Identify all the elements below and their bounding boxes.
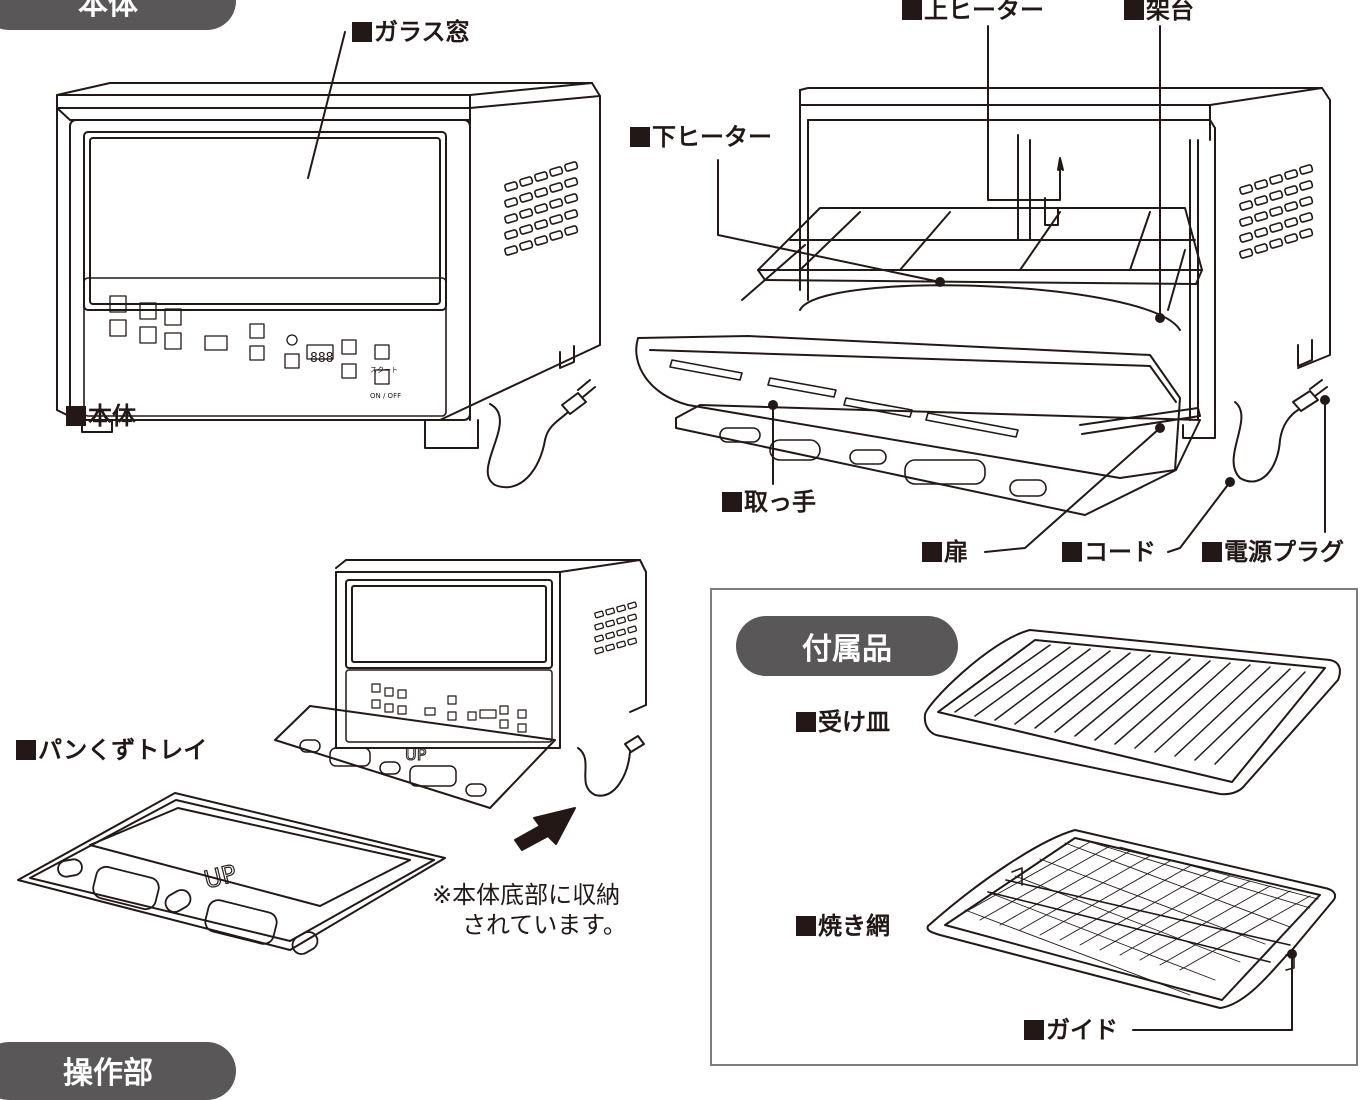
label-crumb-tray: パンくずトレイ: [16, 738, 207, 762]
accessories-box: [710, 588, 1358, 1066]
control-display: 888: [310, 351, 333, 366]
crumb-tray-up-mark: UP: [201, 859, 239, 894]
oven-illustrations: 888 スタート ON / OFF UP UP: [17, 25, 1341, 1031]
leader-guide: [1132, 953, 1293, 1031]
label-marker: [722, 492, 742, 512]
section-title-accessories: 付属品: [736, 616, 958, 676]
oven-open-illustration: [635, 87, 1331, 516]
section-title-main-unit: 本体: [0, 0, 236, 30]
drip-tray-illustration: [923, 629, 1341, 796]
label-drip-tray: 受け皿: [796, 710, 890, 734]
label-upper-heater: 上ヒーター: [902, 0, 1044, 22]
crumb-tray-illustration: [17, 792, 446, 955]
label-marker: [1124, 0, 1144, 20]
label-guide: ガイド: [1024, 1018, 1118, 1042]
label-grill-net: 焼き網: [796, 914, 890, 938]
label-marker: [922, 542, 942, 562]
label-lower-heater: 下ヒーター: [630, 125, 772, 149]
leader-lower-heater: [717, 159, 941, 283]
label-marker: [16, 740, 36, 760]
storage-note-line1: ※本体底部に収納: [432, 881, 621, 909]
storage-note-line2: されています。: [462, 911, 627, 939]
leader-glass-window: [307, 31, 346, 179]
label-marker: [352, 22, 372, 42]
oven-tray-illustration: [274, 559, 647, 851]
label-handle: 取っ手: [722, 490, 816, 514]
leader-cord: [1167, 481, 1231, 553]
control-onoff-label: ON / OFF: [370, 392, 401, 400]
label-marker: [1062, 542, 1082, 562]
leader-upper-heater: [987, 25, 1061, 201]
label-marker: [66, 406, 86, 426]
label-marker: [630, 127, 650, 147]
label-power-plug: 電源プラグ: [1202, 540, 1344, 564]
label-cord: コード: [1062, 540, 1156, 564]
control-start-label: スタート: [370, 365, 398, 374]
leader-door: [984, 427, 1161, 553]
label-glass-window: ガラス窓: [352, 20, 470, 44]
tray-up-mark: UP: [405, 745, 427, 764]
label-marker: [902, 0, 922, 20]
label-marker: [1024, 1020, 1044, 1040]
label-marker: [796, 916, 816, 936]
grill-net-illustration: [926, 829, 1337, 1009]
label-door: 扉: [922, 540, 968, 564]
label-marker: [1202, 542, 1222, 562]
label-rack-stand: 架台: [1124, 0, 1194, 22]
label-marker: [796, 712, 816, 732]
oven-front-illustration: [56, 82, 601, 489]
label-main-unit: 本体: [66, 404, 136, 428]
